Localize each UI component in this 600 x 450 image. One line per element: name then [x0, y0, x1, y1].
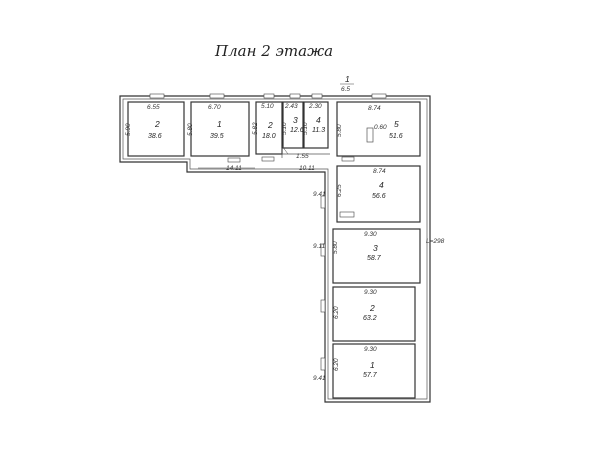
svg-text:9.41: 9.41: [313, 191, 326, 198]
svg-text:5.90: 5.90: [125, 123, 132, 136]
room-top-1: 6.70 5.80 1 39.5: [187, 104, 224, 140]
room-wing-3: 9.30 6.20 1 57.7: [333, 346, 378, 379]
top-rooms: [127, 101, 421, 158]
svg-text:0.60: 0.60: [374, 124, 387, 131]
svg-text:1.55: 1.55: [296, 153, 309, 160]
svg-text:9.30: 9.30: [364, 346, 377, 353]
corridor-dims: 14.11 10.11 9.41 9.11 9.41 1.55: [198, 153, 326, 382]
room-wing-0: 8.74 6.25 4 56.6: [336, 168, 386, 200]
svg-text:9.30: 9.30: [364, 289, 377, 296]
svg-text:11.3: 11.3: [312, 127, 325, 134]
svg-text:1: 1: [217, 119, 222, 129]
fixture-symbol: [366, 127, 374, 143]
svg-text:14.11: 14.11: [226, 165, 242, 172]
svg-text:56.6: 56.6: [372, 193, 386, 200]
room-top-3: 2.43 5.10 3 12.6: [281, 103, 304, 135]
svg-text:2.43: 2.43: [284, 103, 298, 110]
svg-text:1: 1: [370, 360, 375, 370]
room-top-5: 8.74 5.80 5 51.6 0.60: [336, 105, 403, 140]
svg-text:63.2: 63.2: [363, 315, 377, 322]
outer-length: L=298: [426, 238, 445, 245]
svg-text:2: 2: [154, 119, 160, 129]
svg-text:5.82: 5.82: [252, 122, 259, 135]
svg-text:3: 3: [293, 115, 298, 125]
svg-text:2.30: 2.30: [308, 103, 322, 110]
room-wing-2: 9.30 6.20 2 63.2: [333, 289, 377, 322]
svg-text:18.0: 18.0: [262, 133, 276, 140]
svg-text:6.20: 6.20: [333, 358, 340, 371]
svg-text:5.10: 5.10: [281, 122, 288, 135]
svg-text:3: 3: [373, 243, 378, 253]
svg-text:9.11: 9.11: [313, 243, 326, 250]
svg-text:6.25: 6.25: [336, 184, 343, 197]
svg-text:57.7: 57.7: [363, 372, 378, 379]
svg-text:4: 4: [316, 115, 321, 125]
svg-text:2: 2: [369, 303, 375, 313]
svg-text:38.6: 38.6: [148, 133, 162, 140]
svg-text:10.11: 10.11: [299, 165, 315, 172]
svg-text:6.20: 6.20: [333, 306, 340, 319]
svg-text:39.5: 39.5: [210, 133, 224, 140]
svg-text:4: 4: [379, 180, 384, 190]
windows: [149, 93, 387, 371]
room-top-4: 2.30 5.10 4 11.3: [302, 103, 325, 135]
svg-text:5.10: 5.10: [302, 122, 309, 135]
room-wing-1: 9.30 5.80 3 58.7: [332, 231, 382, 262]
svg-text:5.10: 5.10: [261, 103, 274, 110]
svg-text:6.70: 6.70: [208, 104, 221, 111]
svg-text:58.7: 58.7: [367, 255, 382, 262]
svg-text:5.80: 5.80: [336, 124, 343, 137]
outer-area: 6.5: [341, 86, 350, 93]
svg-text:2: 2: [267, 120, 273, 130]
svg-text:8.74: 8.74: [373, 168, 386, 175]
svg-text:5: 5: [394, 119, 399, 129]
svg-text:6.55: 6.55: [147, 104, 160, 111]
room-top-2: 5.10 5.82 2 18.0: [252, 103, 276, 140]
svg-text:5.80: 5.80: [332, 241, 339, 254]
svg-text:8.74: 8.74: [368, 105, 381, 112]
svg-text:9.30: 9.30: [364, 231, 377, 238]
building-outline: [119, 95, 431, 403]
svg-text:51.6: 51.6: [389, 133, 403, 140]
room-top-0: 6.55 5.90 2 38.6: [125, 104, 162, 140]
svg-text:12.6: 12.6: [290, 127, 304, 134]
svg-text:9.41: 9.41: [313, 375, 326, 382]
svg-text:5.80: 5.80: [187, 123, 194, 136]
wing-rooms: [332, 165, 421, 399]
outer-num: 1: [345, 74, 350, 84]
plan-title: План 2 этажа: [214, 42, 333, 60]
